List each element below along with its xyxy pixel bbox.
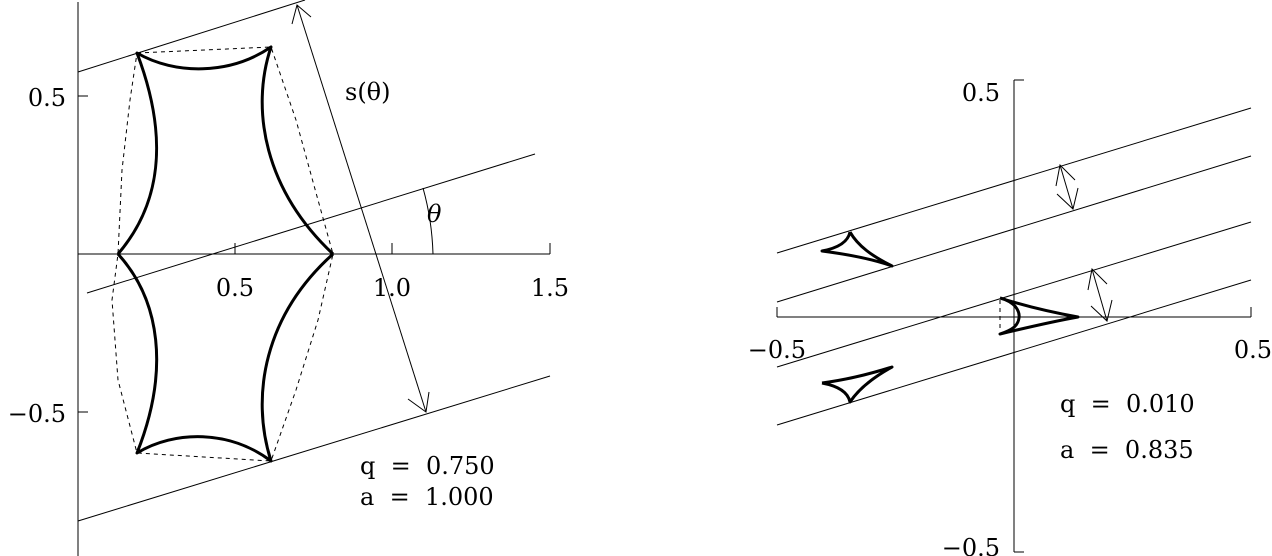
arrowhead — [1087, 267, 1108, 291]
x-tick-label: 0.5 — [1234, 336, 1272, 364]
support-line-3 — [776, 221, 1252, 368]
arrowhead — [1056, 187, 1079, 210]
y-tick-label: −0.5 — [8, 400, 66, 428]
angle-arc — [422, 187, 434, 255]
support-line-1 — [776, 107, 1252, 254]
upper-support-line — [77, 0, 306, 73]
left-panel: 0.5 1.0 1.5 0.5 −0.5 θ s(θ) q = 0.750 a … — [8, 0, 569, 556]
x-tick-label: −0.5 — [748, 336, 806, 364]
caustic-upper — [116, 45, 335, 256]
width-arrow-upper — [1059, 164, 1074, 210]
arrowhead-bottom — [407, 391, 430, 413]
caustic-lower — [116, 252, 335, 463]
support-line-4 — [776, 279, 1252, 426]
caustic-upper-left — [820, 231, 894, 268]
angle-label: θ — [427, 200, 442, 228]
width-arrow — [296, 4, 427, 413]
width-label: s(θ) — [345, 78, 391, 106]
arrowhead — [1090, 299, 1113, 322]
x-tick-label: 1.0 — [373, 274, 411, 302]
lower-support-line — [77, 375, 551, 522]
x-tick-label: 1.5 — [531, 274, 569, 302]
param-q: q = 0.750 — [360, 452, 495, 480]
y-tick-label: −0.5 — [942, 534, 1000, 556]
arrowhead-top — [291, 4, 312, 25]
y-tick-label: 0.5 — [962, 79, 1000, 107]
right-panel: 0.5 −0.5 −0.5 0.5 q = 0.010 a = 0.835 — [748, 79, 1272, 556]
caustic-center — [998, 296, 1080, 336]
width-arrow-lower — [1091, 268, 1108, 322]
caustic-lower-left — [821, 365, 894, 404]
x-tick-label: 0.5 — [216, 274, 254, 302]
y-tick-label: 0.5 — [28, 84, 66, 112]
param-a: a = 1.000 — [360, 483, 494, 511]
arrowhead — [1055, 163, 1076, 187]
param-a: a = 0.835 — [1060, 436, 1194, 464]
direction-line — [86, 153, 536, 294]
support-line-2 — [776, 155, 1252, 303]
param-q: q = 0.010 — [1060, 390, 1195, 418]
